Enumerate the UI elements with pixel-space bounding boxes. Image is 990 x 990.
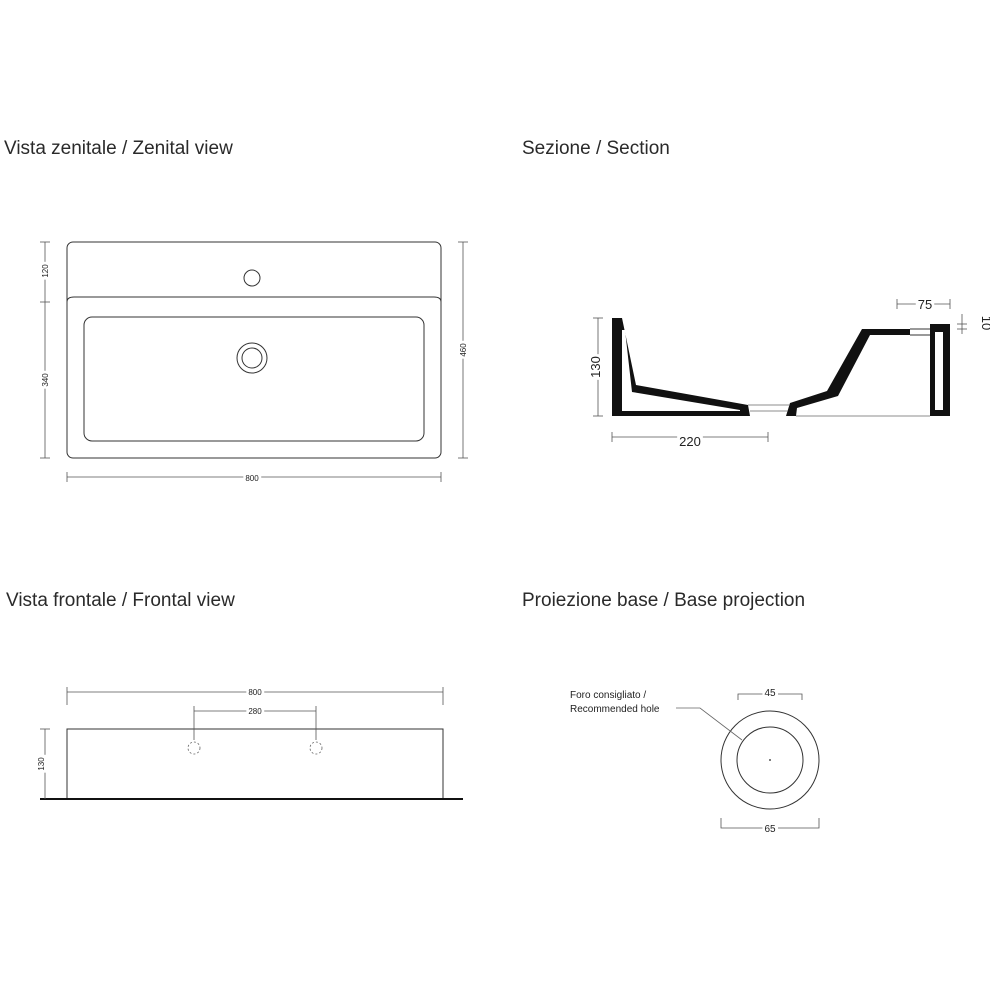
base-inner-circle: [736, 726, 804, 794]
hidden-hole-right: [309, 741, 323, 755]
dim-height-label: 460: [459, 343, 468, 357]
leader-line: [676, 707, 743, 741]
dim-length-label: 220: [679, 434, 701, 449]
label-backing: [458, 340, 469, 359]
label-backing: [762, 687, 778, 700]
note-line-2: Recommended hole: [570, 704, 660, 715]
dim-spacing-label: 280: [248, 707, 262, 716]
base-center-point: [769, 759, 771, 761]
note-line-1: Foro consigliato /: [570, 690, 646, 701]
zenital-view: 800 460 120 340: [40, 241, 469, 484]
frontal-view-title: Vista frontale / Frontal view: [6, 590, 235, 611]
base-projection-title: Proiezione base / Base projection: [522, 590, 806, 611]
base-outer-circle: [720, 710, 820, 810]
dim-outer-label: 65: [764, 824, 776, 835]
section-left-wall: [612, 318, 750, 416]
drain-outer: [236, 342, 268, 374]
dim-basin-label: 340: [41, 373, 50, 387]
dim-inner-label: 45: [764, 688, 776, 699]
dim-frontal-width-label: 800: [248, 688, 262, 697]
dim-depth-label: 130: [588, 356, 603, 378]
section-view: 130 220 75 10: [587, 296, 990, 450]
label-backing: [246, 706, 265, 717]
drain-inner: [241, 347, 263, 369]
label-backing: [677, 433, 703, 450]
label-backing: [915, 296, 935, 313]
dim-front-label: 120: [41, 264, 50, 278]
dim-rim-label: 10: [979, 316, 990, 330]
section-right-wall: [786, 329, 910, 416]
label-backing: [587, 354, 604, 380]
dim-width-label: 800: [245, 474, 259, 483]
sink-outline: [66, 241, 442, 459]
dim-top-label: 75: [918, 297, 932, 312]
basin-outline: [83, 316, 425, 442]
hidden-hole-left: [187, 741, 201, 755]
frontal-outline: [66, 728, 444, 800]
frontal-view: 800 280 130: [36, 687, 463, 800]
label-backing: [243, 473, 262, 484]
label-backing: [978, 313, 990, 333]
label-backing: [40, 261, 51, 280]
label-backing: [762, 823, 778, 836]
deck-edge: [66, 296, 442, 303]
section-view-title: Sezione / Section: [522, 138, 670, 159]
zenital-view-title: Vista zenitale / Zenital view: [4, 138, 233, 159]
label-backing: [40, 370, 51, 389]
label-backing: [246, 687, 265, 698]
base-projection: Foro consigliato / Recommended hole 45 6…: [570, 687, 820, 836]
label-backing: [36, 754, 47, 773]
tap-hole: [243, 269, 261, 287]
dim-frontal-height-label: 130: [37, 757, 46, 771]
